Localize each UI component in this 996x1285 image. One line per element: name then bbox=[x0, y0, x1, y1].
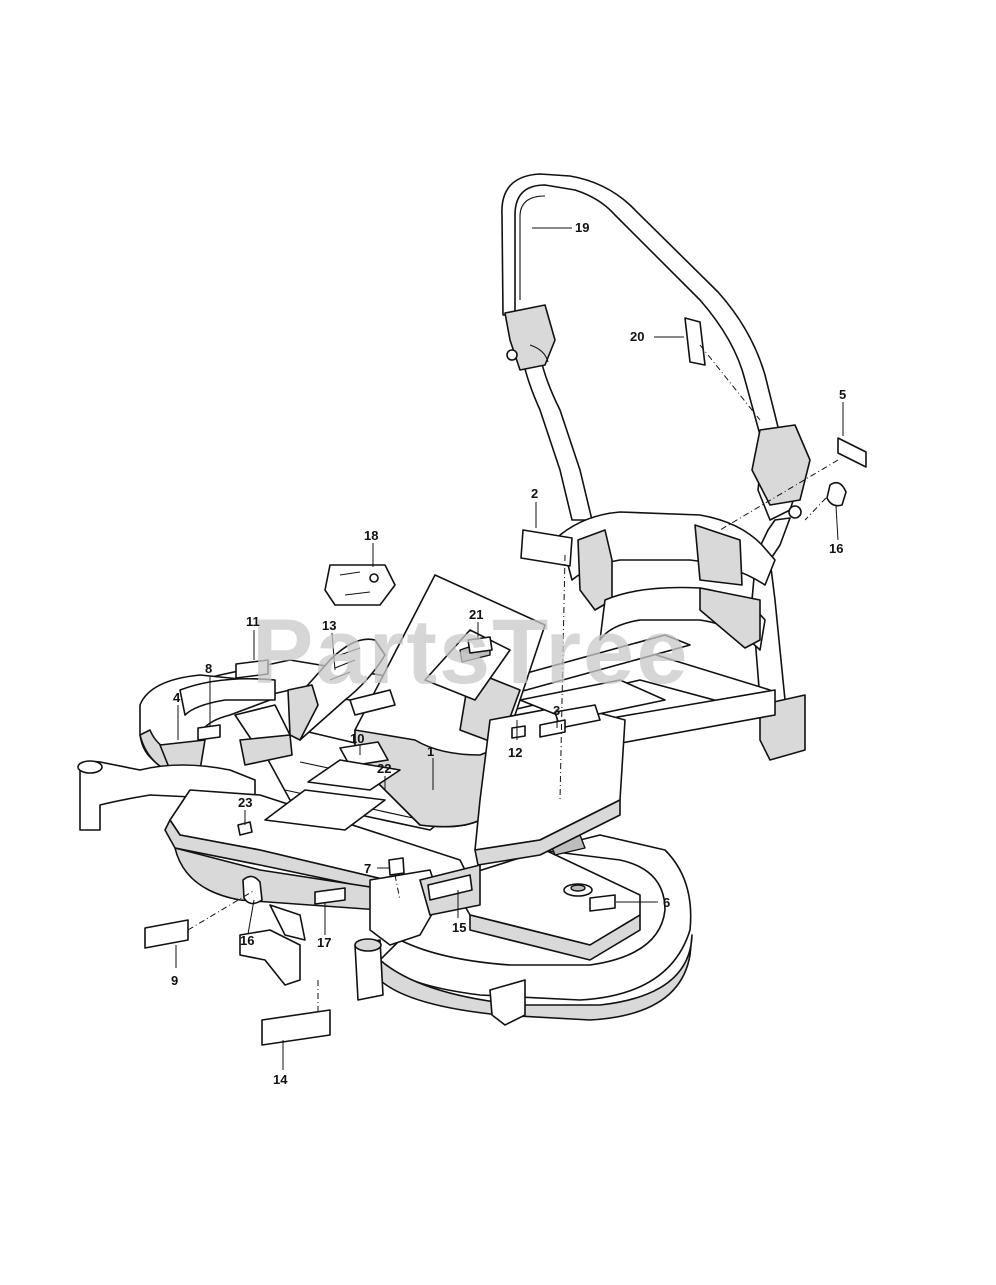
callout-13: 13 bbox=[322, 618, 336, 633]
callout-17: 17 bbox=[317, 935, 331, 950]
decal-6 bbox=[589, 894, 616, 912]
mower-deck bbox=[139, 674, 693, 1026]
rear-fender bbox=[559, 511, 776, 651]
callout-14: 14 bbox=[273, 1072, 288, 1087]
decal-11 bbox=[235, 659, 269, 679]
callout-4: 4 bbox=[173, 690, 181, 705]
decal-8 bbox=[197, 724, 221, 741]
callout-15: 15 bbox=[452, 920, 466, 935]
callout-10: 10 bbox=[350, 731, 364, 746]
decal-9 bbox=[144, 919, 189, 949]
decal-15 bbox=[427, 874, 473, 901]
callout-3: 3 bbox=[553, 703, 560, 718]
decal-10 bbox=[339, 741, 389, 767]
decal-5 bbox=[837, 437, 867, 468]
decal-18 bbox=[324, 564, 396, 606]
callout-5: 5 bbox=[839, 387, 846, 402]
decal-17 bbox=[314, 887, 346, 905]
decal-21 bbox=[467, 636, 493, 654]
decal-16a bbox=[242, 875, 263, 905]
control-lever-left bbox=[234, 638, 386, 766]
decal-2 bbox=[520, 529, 573, 567]
callout-23: 23 bbox=[238, 795, 252, 810]
assembly-lines bbox=[187, 344, 839, 1015]
decal-13 bbox=[349, 689, 396, 716]
callout-12: 12 bbox=[508, 745, 522, 760]
callouts: 1 2 3 4 5 6 7 8 9 10 11 12 13 14 15 16 1… bbox=[171, 220, 846, 1087]
decal-16b bbox=[826, 481, 847, 507]
callout-11: 11 bbox=[246, 614, 260, 629]
decal-14 bbox=[261, 1009, 331, 1046]
callout-21: 21 bbox=[469, 607, 483, 622]
decal-20 bbox=[684, 317, 706, 366]
callout-7: 7 bbox=[364, 861, 371, 876]
leader-lines bbox=[175, 227, 844, 1070]
callout-8: 8 bbox=[205, 661, 212, 676]
callout-16-left: 16 bbox=[240, 933, 254, 948]
decal-12 bbox=[511, 725, 526, 739]
callout-19: 19 bbox=[575, 220, 589, 235]
decal-23 bbox=[237, 821, 253, 836]
callout-22: 22 bbox=[377, 761, 391, 776]
decal-7 bbox=[388, 857, 405, 876]
callout-6: 6 bbox=[663, 895, 670, 910]
callout-18: 18 bbox=[364, 528, 378, 543]
decal-22 bbox=[264, 789, 386, 831]
decal-22b bbox=[307, 759, 401, 791]
callout-16-right: 16 bbox=[829, 541, 843, 556]
decals bbox=[144, 317, 867, 1046]
watermark: PartsTree bbox=[252, 601, 689, 703]
callout-9: 9 bbox=[171, 973, 178, 988]
callout-2: 2 bbox=[531, 486, 538, 501]
callout-20: 20 bbox=[630, 329, 644, 344]
callout-1: 1 bbox=[427, 744, 434, 759]
